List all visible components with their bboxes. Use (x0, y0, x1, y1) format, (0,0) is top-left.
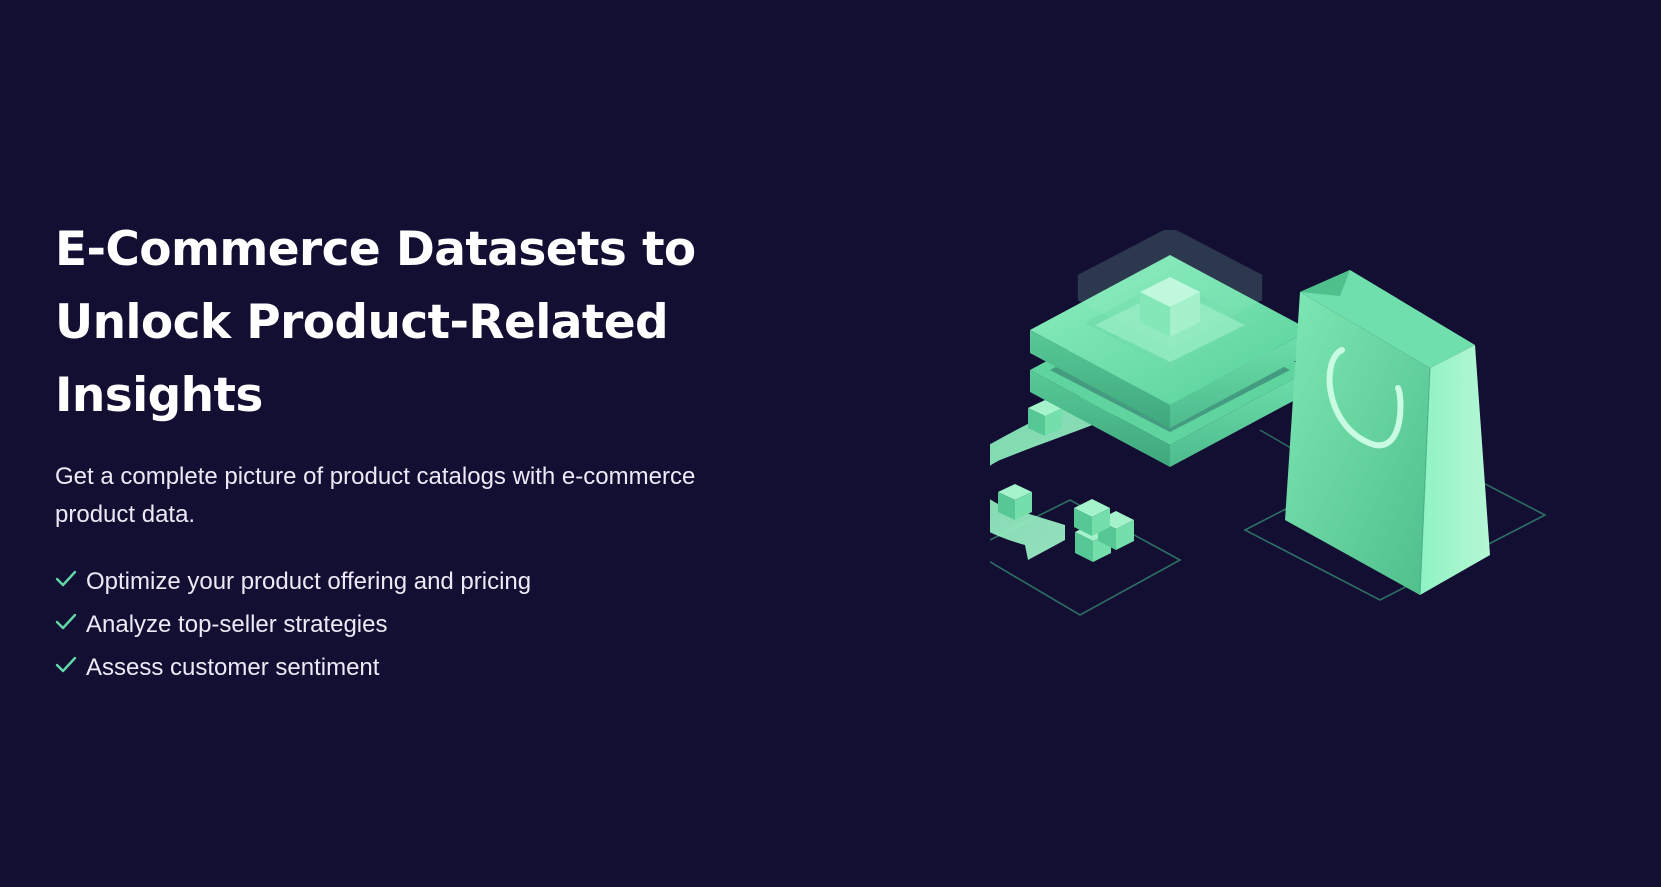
feature-label: Optimize your product offering and prici… (86, 567, 532, 595)
hero-headline: E-Commerce Datasets to Unlock Product-Re… (55, 222, 696, 423)
ecommerce-illustration (990, 230, 1547, 616)
bag-handle (1326, 347, 1404, 449)
feature-item: Analyze top-seller strategies (55, 603, 815, 646)
hero-subtitle: Get a complete picture of product catalo… (55, 463, 696, 528)
feature-item: Assess customer sentiment (55, 646, 815, 689)
hero-copy: E-Commerce Datasets to Unlock Product-Re… (55, 213, 815, 689)
feature-label: Assess customer sentiment (86, 653, 380, 681)
check-icon (55, 656, 77, 672)
feature-label: Analyze top-seller strategies (86, 610, 388, 638)
data-stack (1030, 230, 1310, 467)
shopping-bag (1285, 270, 1490, 596)
check-icon (55, 613, 77, 629)
feature-list: Optimize your product offering and prici… (55, 560, 815, 689)
feature-item: Optimize your product offering and prici… (55, 560, 815, 603)
check-icon (55, 570, 77, 586)
cube-cluster (1074, 499, 1134, 562)
ribbon-cube-bottom (998, 484, 1032, 520)
